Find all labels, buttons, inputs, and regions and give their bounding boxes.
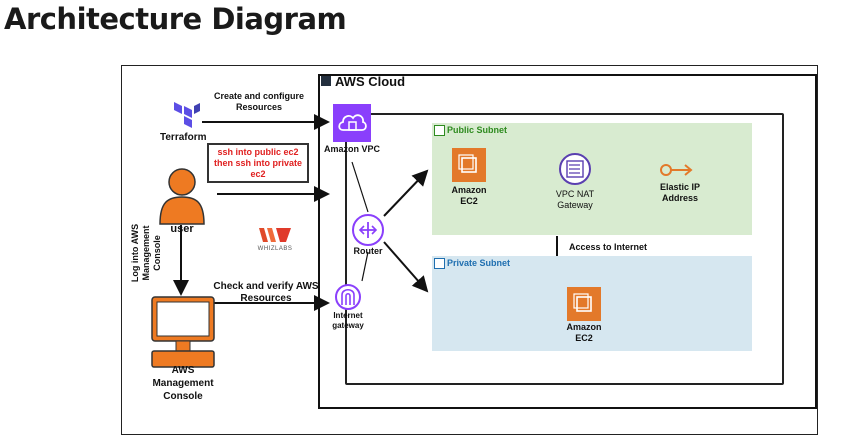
private-ec2-icon [567,287,601,321]
page-title: Architecture Diagram [4,2,347,36]
ssh-note: ssh into public ec2 then ssh into privat… [207,143,309,183]
router-igw-link [361,251,369,282]
internet-access-label: Access to Internet [569,242,648,252]
aws-cloud-icon [321,76,331,86]
whizlabs-text: WHIZLABS [257,246,293,252]
router-public-arrow [383,169,429,217]
vpc-router-link [351,161,369,213]
vpc-icon [333,104,371,142]
user-icon [159,168,205,225]
vpc-boundary [345,113,784,385]
management-console-label: AWS Management Console [152,365,214,402]
ssh-note-text: ssh into public ec2 then ssh into privat… [213,147,302,179]
private-subnet-lock-icon [434,258,445,269]
public-ec2-icon [452,148,486,182]
terraform-edge-label: Create and configure Resources [213,91,305,112]
nat-gateway-icon [559,153,591,185]
verify-label: Check and verify AWS Resources [213,281,319,304]
architecture-diagram: AWS Cloud Terraform Create and configure… [121,65,818,435]
private-subnet-label: Private Subnet [447,258,511,268]
public-subnet-label: Public Subnet [447,125,508,135]
public-ec2-label: Amazon EC2 [451,185,487,206]
aws-cloud-border [318,74,817,409]
user-label: user [170,223,194,235]
terraform-logo-text: Terraform [160,132,207,143]
internet-gateway-icon [335,284,361,310]
private-ec2-label: Amazon EC2 [566,322,602,343]
whizlabs-logo-icon [259,228,291,242]
elastic-ip-icon [660,164,693,176]
console-login-label: Log into AWS Management Console [130,223,162,283]
nat-gateway-label: VPC NAT Gateway [555,189,595,210]
router-private-arrow [383,241,429,293]
terraform-icon [174,102,200,128]
router-icon [352,214,384,246]
elastic-ip-label: Elastic IP Address [659,182,701,203]
router-label: Router [353,246,383,256]
public-subnet-lock-icon [434,125,445,136]
vpc-label: Amazon VPC [324,144,381,154]
aws-cloud-label: AWS Cloud [335,74,406,89]
internet-gateway-label: Internet gateway [332,311,364,330]
connectors [173,74,817,409]
management-console-icon [151,296,215,368]
